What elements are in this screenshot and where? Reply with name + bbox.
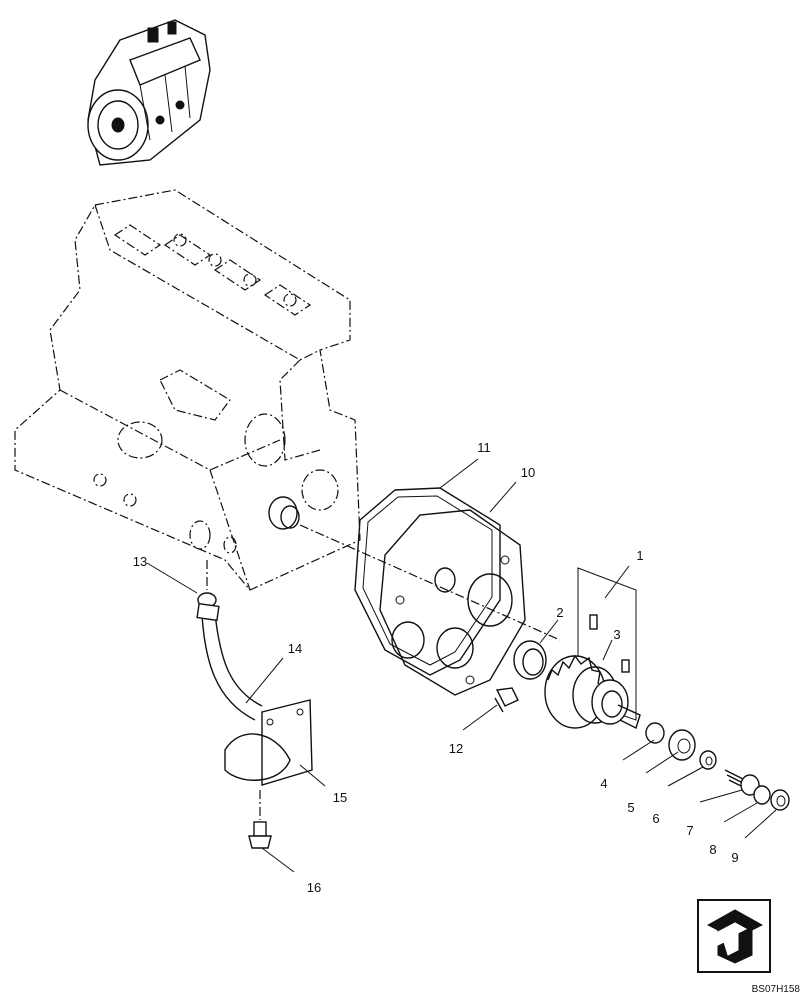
part-6 xyxy=(699,750,717,770)
suction-tube-14 xyxy=(196,602,263,721)
bolt-16 xyxy=(248,790,272,849)
callout-11: 11 xyxy=(477,440,491,455)
strainer-15 xyxy=(224,699,313,786)
callout-9: 9 xyxy=(731,850,738,865)
part-9 xyxy=(770,789,790,811)
callout-15: 15 xyxy=(333,790,347,805)
return-arrow-icon[interactable] xyxy=(697,899,771,973)
plate-10 xyxy=(379,509,526,696)
callout-1: 1 xyxy=(636,548,643,563)
o-ring-13 xyxy=(197,560,217,608)
bolt-12 xyxy=(494,687,519,713)
part-7 xyxy=(724,769,760,796)
gasket-11 xyxy=(354,487,501,676)
callout-12: 12 xyxy=(449,741,463,756)
callout-5: 5 xyxy=(627,800,634,815)
callout-3: 3 xyxy=(613,627,620,642)
callout-4: 4 xyxy=(600,776,607,791)
callout-14: 14 xyxy=(288,641,302,656)
callout-labels: 1 2 3 4 5 6 7 8 9 10 11 12 13 14 15 16 xyxy=(133,440,739,895)
callout-16: 16 xyxy=(307,880,321,895)
part-4 xyxy=(645,722,665,744)
part-8 xyxy=(753,785,771,805)
callout-7: 7 xyxy=(686,823,693,838)
callout-6: 6 xyxy=(652,811,659,826)
callout-10: 10 xyxy=(521,465,535,480)
callout-2: 2 xyxy=(556,605,563,620)
leader-lines xyxy=(146,458,777,873)
engine-block xyxy=(14,189,361,591)
reference-code: BS07H158 xyxy=(752,984,801,995)
engine-thumbnail-icon xyxy=(87,19,211,166)
gear-assembly-1 xyxy=(544,567,641,729)
seal-2 xyxy=(513,640,547,680)
callout-13: 13 xyxy=(133,554,147,569)
callout-8: 8 xyxy=(709,842,716,857)
part-5 xyxy=(668,729,696,761)
pump-shaft-boss xyxy=(268,496,561,641)
